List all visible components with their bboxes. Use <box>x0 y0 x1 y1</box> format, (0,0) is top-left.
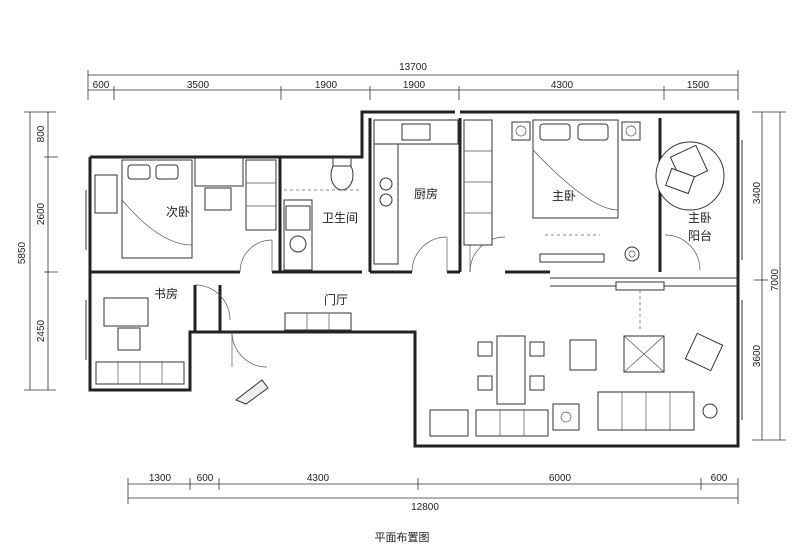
top-dim-5: 4300 <box>551 80 574 91</box>
room-label-study: 书房 <box>154 286 178 301</box>
doors <box>194 234 701 368</box>
top-dim-2: 3500 <box>187 80 210 91</box>
top-dim-1: 600 <box>93 80 110 91</box>
bottom-dim-3: 4300 <box>307 473 330 484</box>
top-dim-6: 1500 <box>687 80 710 91</box>
left-total-dimension: 5850 <box>17 241 28 264</box>
master-bedroom-furniture <box>463 119 641 263</box>
left-dim-3: 2450 <box>36 319 47 342</box>
right-dimension-chain: 3400 3600 7000 <box>752 111 786 441</box>
right-dim-2: 3600 <box>752 344 763 367</box>
entrance-arrow-icon <box>234 379 269 405</box>
top-dim-4: 1900 <box>403 80 426 91</box>
right-dim-1: 3400 <box>752 181 763 204</box>
room-label-bathroom: 卫生间 <box>322 211 358 225</box>
room-label-master-balcony-1: 主卧 <box>688 211 712 225</box>
top-total-dimension: 13700 <box>399 62 427 73</box>
room-label-kitchen: 厨房 <box>414 186 438 201</box>
living-dining-furniture <box>429 281 724 437</box>
foyer-fixtures <box>284 312 352 331</box>
master-balcony-furniture <box>655 141 725 211</box>
study-furniture <box>95 297 185 385</box>
bathroom-fixtures <box>283 157 362 271</box>
right-total-dimension: 7000 <box>770 268 781 291</box>
walls <box>85 110 743 448</box>
bottom-dim-2: 600 <box>197 473 214 484</box>
bottom-total-dimension: 12800 <box>411 502 439 513</box>
second-bedroom-furniture <box>94 157 277 259</box>
bottom-dimension-chain: 1300 600 4300 6000 600 12800 <box>127 473 739 513</box>
bottom-dim-4: 6000 <box>549 473 572 484</box>
kitchen-fixtures <box>373 119 459 265</box>
room-label-foyer: 门厅 <box>324 292 348 307</box>
bottom-dim-5: 600 <box>711 473 728 484</box>
bottom-dim-1: 1300 <box>149 473 172 484</box>
room-label-master-balcony-2: 阳台 <box>688 228 712 243</box>
top-dim-3: 1900 <box>315 80 338 91</box>
left-dim-1: 800 <box>36 125 47 142</box>
room-label-second-bedroom: 次卧 <box>166 205 190 219</box>
left-dimension-chain: 5850 800 2600 2450 <box>17 111 58 391</box>
top-dimension-chain: 13700 600 3500 1900 1900 4300 1500 <box>87 62 739 100</box>
room-label-master-bedroom: 主卧 <box>552 189 576 203</box>
drawing-caption: 平面布置图 <box>375 531 430 544</box>
left-dim-2: 2600 <box>36 202 47 225</box>
